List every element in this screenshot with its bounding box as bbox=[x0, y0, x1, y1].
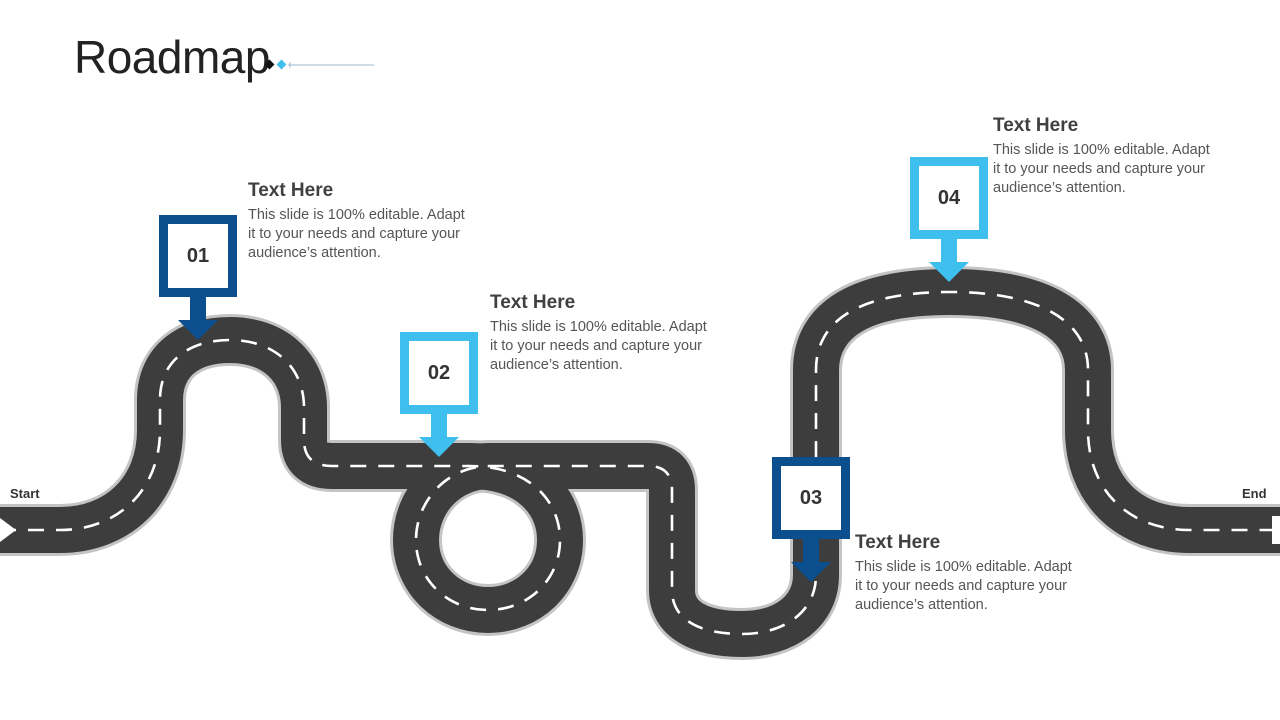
milestone-number: 02 bbox=[409, 341, 469, 405]
milestone-marker: 01 bbox=[159, 215, 237, 297]
callout-heading: Text Here bbox=[993, 115, 1079, 136]
end-marker-icon bbox=[1272, 516, 1280, 544]
callout-heading: Text Here bbox=[490, 292, 576, 313]
milestone-callout: Text Here This slide is 100% editable. A… bbox=[248, 180, 468, 263]
milestone-callout: Text Here This slide is 100% editable. A… bbox=[855, 532, 1075, 615]
callout-body: This slide is 100% editable. Adapt it to… bbox=[490, 319, 707, 373]
milestone-callout: Text Here This slide is 100% editable. A… bbox=[490, 292, 710, 375]
callout-body: This slide is 100% editable. Adapt it to… bbox=[855, 559, 1072, 613]
start-arrow-icon bbox=[0, 518, 16, 542]
end-label: End bbox=[1242, 486, 1267, 501]
milestone-number: 04 bbox=[919, 166, 979, 230]
start-label: Start bbox=[10, 486, 40, 501]
milestone-marker: 04 bbox=[910, 157, 988, 239]
marker-pointer-icon bbox=[419, 413, 459, 457]
milestone-number: 03 bbox=[781, 466, 841, 530]
callout-heading: Text Here bbox=[248, 180, 334, 201]
callout-heading: Text Here bbox=[855, 532, 941, 553]
milestone-number: 01 bbox=[168, 224, 228, 288]
marker-pointer-icon bbox=[929, 238, 969, 282]
title-ornament bbox=[264, 59, 374, 70]
marker-pointer-icon bbox=[178, 296, 218, 340]
callout-body: This slide is 100% editable. Adapt it to… bbox=[993, 142, 1210, 196]
milestone-marker: 02 bbox=[400, 332, 478, 414]
slide-title: Roadmap bbox=[74, 31, 270, 83]
milestone-callout: Text Here This slide is 100% editable. A… bbox=[993, 115, 1213, 198]
marker-pointer-icon bbox=[791, 538, 831, 582]
milestone-marker: 03 bbox=[772, 457, 850, 539]
callout-body: This slide is 100% editable. Adapt it to… bbox=[248, 207, 465, 261]
